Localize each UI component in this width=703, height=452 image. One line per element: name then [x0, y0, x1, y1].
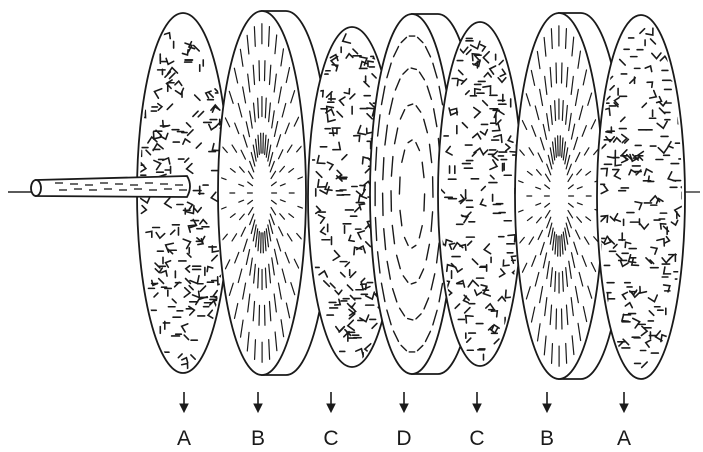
down-arrow-icon [254, 392, 262, 412]
down-arrow-icon [180, 392, 188, 412]
disk-label-1: A [177, 427, 191, 450]
disk-label-2: B [251, 427, 265, 450]
down-arrow-icon [473, 392, 481, 412]
down-arrow-icon [543, 392, 551, 412]
jet-nozzle [8, 176, 190, 197]
disk-face [438, 22, 522, 366]
arrows-layer [180, 392, 628, 412]
disk-label-6: B [540, 427, 554, 450]
disk-label-3: C [323, 427, 338, 450]
disk-5-c [436, 22, 522, 366]
disks-layer [8, 11, 700, 379]
disk-label-4: D [396, 427, 411, 450]
disk-7-a [597, 15, 687, 379]
disk-label-7: A [617, 427, 631, 450]
down-arrow-icon [620, 392, 628, 412]
down-arrow-icon [400, 392, 408, 412]
down-arrow-icon [327, 392, 335, 412]
disk-label-5: C [469, 427, 484, 450]
